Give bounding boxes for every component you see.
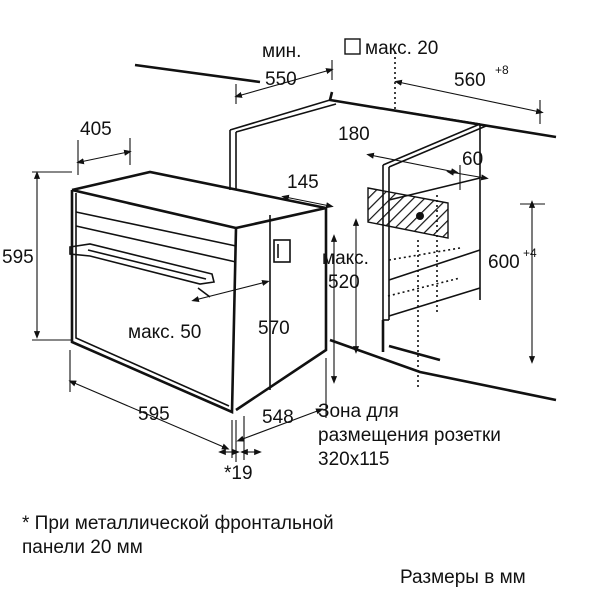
- socket-zone-note-line2: размещения розетки: [318, 425, 501, 446]
- dimension-lines: [32, 60, 545, 462]
- label-560: 560: [454, 70, 486, 91]
- socket-zone-note-line1: Зона для: [318, 401, 399, 422]
- label-570: 570: [258, 318, 290, 339]
- label-595-height: 595: [2, 247, 34, 268]
- socket-zone-note: Зона для размещения розетки 320x115: [318, 400, 501, 472]
- socket-zone: [367, 187, 449, 239]
- units-note: Размеры в мм: [400, 567, 526, 588]
- cabinet-niche: [134, 63, 557, 402]
- label-min: мин.: [262, 41, 301, 62]
- label-145: 145: [287, 172, 319, 193]
- label-600: 600: [488, 252, 520, 273]
- label-405: 405: [80, 119, 112, 140]
- oven-body: [69, 170, 328, 414]
- label-548: 548: [262, 407, 294, 428]
- label-595-width: 595: [138, 404, 170, 425]
- label-star-19: *19: [224, 463, 253, 484]
- footnote-line2: панели 20 мм: [22, 537, 143, 558]
- dotted-guides: [387, 52, 461, 390]
- label-560-tolerance: +8: [495, 63, 509, 77]
- dimension-labels: мин. 550 макс. 20 560 +8 405 180 60 145 …: [2, 38, 537, 484]
- label-60: 60: [462, 149, 483, 170]
- label-max-50: макс. 50: [128, 322, 201, 343]
- footnote: * При металлической фронтальной панели 2…: [22, 512, 334, 560]
- label-550: 550: [265, 69, 297, 90]
- socket-icon: [416, 212, 424, 220]
- label-max-520: макс.: [322, 248, 369, 269]
- socket-zone-note-line3: 320x115: [318, 449, 390, 470]
- label-520: 520: [328, 272, 360, 293]
- footnote-line1: * При металлической фронтальной: [22, 513, 334, 534]
- label-180: 180: [338, 124, 370, 145]
- label-max-20: макс. 20: [365, 38, 438, 59]
- label-600-tolerance: +4: [523, 246, 537, 260]
- square-icon: [344, 38, 361, 55]
- mounting-bracket: [273, 239, 291, 263]
